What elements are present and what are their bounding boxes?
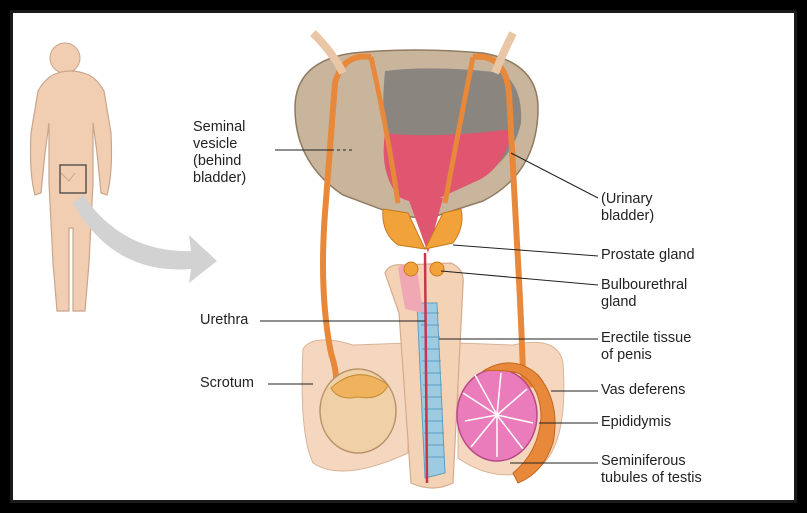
left-testis — [320, 369, 396, 453]
label-bulbourethral-gland: Bulbourethral gland — [601, 277, 687, 311]
label-prostate-gland: Prostate gland — [601, 247, 695, 264]
body-silhouette — [31, 43, 112, 311]
label-epididymis: Epididymis — [601, 414, 671, 431]
label-vas-deferens: Vas deferens — [601, 382, 685, 399]
label-seminal-vesicle: Seminal vesicle (behind bladder) — [193, 119, 246, 187]
label-seminiferous-tubules: Seminiferous tubules of testis — [601, 453, 702, 487]
diagram-frame: Seminal vesicle (behind bladder) Urethra… — [10, 10, 797, 503]
label-urethra: Urethra — [200, 312, 248, 329]
label-scrotum: Scrotum — [200, 375, 254, 392]
zoom-arrow — [73, 195, 217, 283]
label-urinary-bladder: (Urinary bladder) — [601, 191, 654, 225]
label-erectile-tissue: Erectile tissue of penis — [601, 330, 691, 364]
